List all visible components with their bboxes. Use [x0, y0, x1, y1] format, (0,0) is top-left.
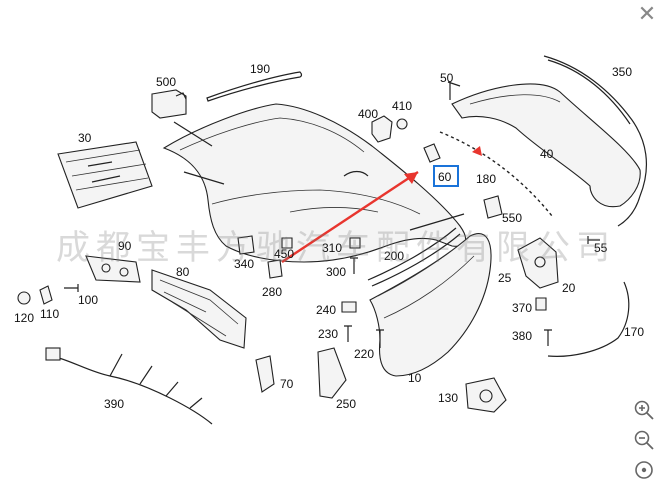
part-300-screw	[350, 257, 358, 274]
part-450-clip	[281, 237, 293, 249]
part-70-bracket	[255, 355, 275, 393]
label-90: 90	[118, 239, 132, 253]
zoom-in-icon[interactable]	[632, 398, 656, 422]
label-220: 220	[354, 347, 374, 361]
part-240-clip	[341, 301, 357, 313]
label-500: 500	[156, 75, 176, 89]
label-350: 350	[612, 65, 632, 79]
zoom-out-icon[interactable]	[632, 428, 656, 452]
reset-view-icon[interactable]	[632, 458, 656, 482]
label-110: 110	[40, 307, 59, 321]
part-30-panel	[57, 141, 153, 209]
label-40: 40	[540, 147, 554, 161]
label-25: 25	[498, 271, 512, 285]
part-370-clip	[535, 297, 547, 311]
part-90-bracket	[85, 255, 141, 283]
label-190: 190	[250, 62, 270, 76]
label-180: 180	[476, 172, 496, 186]
part-55-screw	[587, 236, 600, 244]
label-130: 130	[438, 391, 458, 405]
part-310-clip	[349, 237, 361, 249]
label-380: 380	[512, 329, 532, 343]
part-380-screw	[544, 329, 552, 346]
part-280-clip	[267, 259, 283, 279]
part-bumper-cover-upper	[162, 103, 467, 263]
highlight-box-60	[433, 165, 459, 187]
part-100-bolt	[64, 284, 79, 292]
part-40-spoiler	[451, 83, 641, 208]
label-310: 310	[322, 241, 342, 255]
label-100: 100	[78, 293, 98, 307]
label-390: 390	[104, 397, 124, 411]
label-240: 240	[316, 303, 336, 317]
label-70: 70	[280, 377, 294, 391]
label-550: 550	[502, 211, 522, 225]
part-190-trim	[206, 71, 303, 102]
part-500-cover	[151, 89, 187, 119]
part-60-clip	[423, 143, 441, 163]
part-170-strip	[547, 281, 630, 357]
label-370: 370	[512, 301, 532, 315]
part-350-trim	[543, 55, 647, 227]
part-340-clip	[237, 235, 255, 255]
label-10: 10	[408, 371, 422, 385]
label-120: 120	[14, 311, 34, 325]
part-110-washer	[39, 285, 53, 305]
label-50: 50	[440, 71, 454, 85]
label-60: 60	[438, 170, 452, 184]
part-550-cap	[483, 195, 503, 219]
label-300: 300	[326, 265, 346, 279]
label-200: 200	[384, 249, 404, 263]
part-220-screw	[376, 329, 384, 348]
label-450: 450	[274, 247, 294, 261]
label-55: 55	[594, 241, 608, 255]
part-410-grommet	[396, 118, 408, 130]
red-arrow	[281, 170, 419, 264]
label-170: 170	[624, 325, 644, 339]
part-250-guide	[317, 347, 347, 399]
close-icon[interactable]: ✕	[637, 2, 657, 27]
part-120-nut	[17, 291, 31, 305]
label-80: 80	[176, 265, 190, 279]
label-400: 400	[358, 107, 378, 121]
label-410: 410	[392, 99, 412, 113]
red-marker	[472, 146, 482, 156]
label-230: 230	[318, 327, 338, 341]
label-250: 250	[336, 397, 356, 411]
label-280: 280	[262, 285, 282, 299]
label-340: 340	[234, 257, 254, 271]
part-390-harness	[51, 355, 213, 425]
part-230-screw	[344, 325, 352, 342]
label-20: 20	[562, 281, 576, 295]
label-30: 30	[78, 131, 92, 145]
zoom-controls	[624, 388, 664, 486]
part-400-bracket	[371, 115, 393, 143]
part-180-seal	[439, 131, 553, 217]
